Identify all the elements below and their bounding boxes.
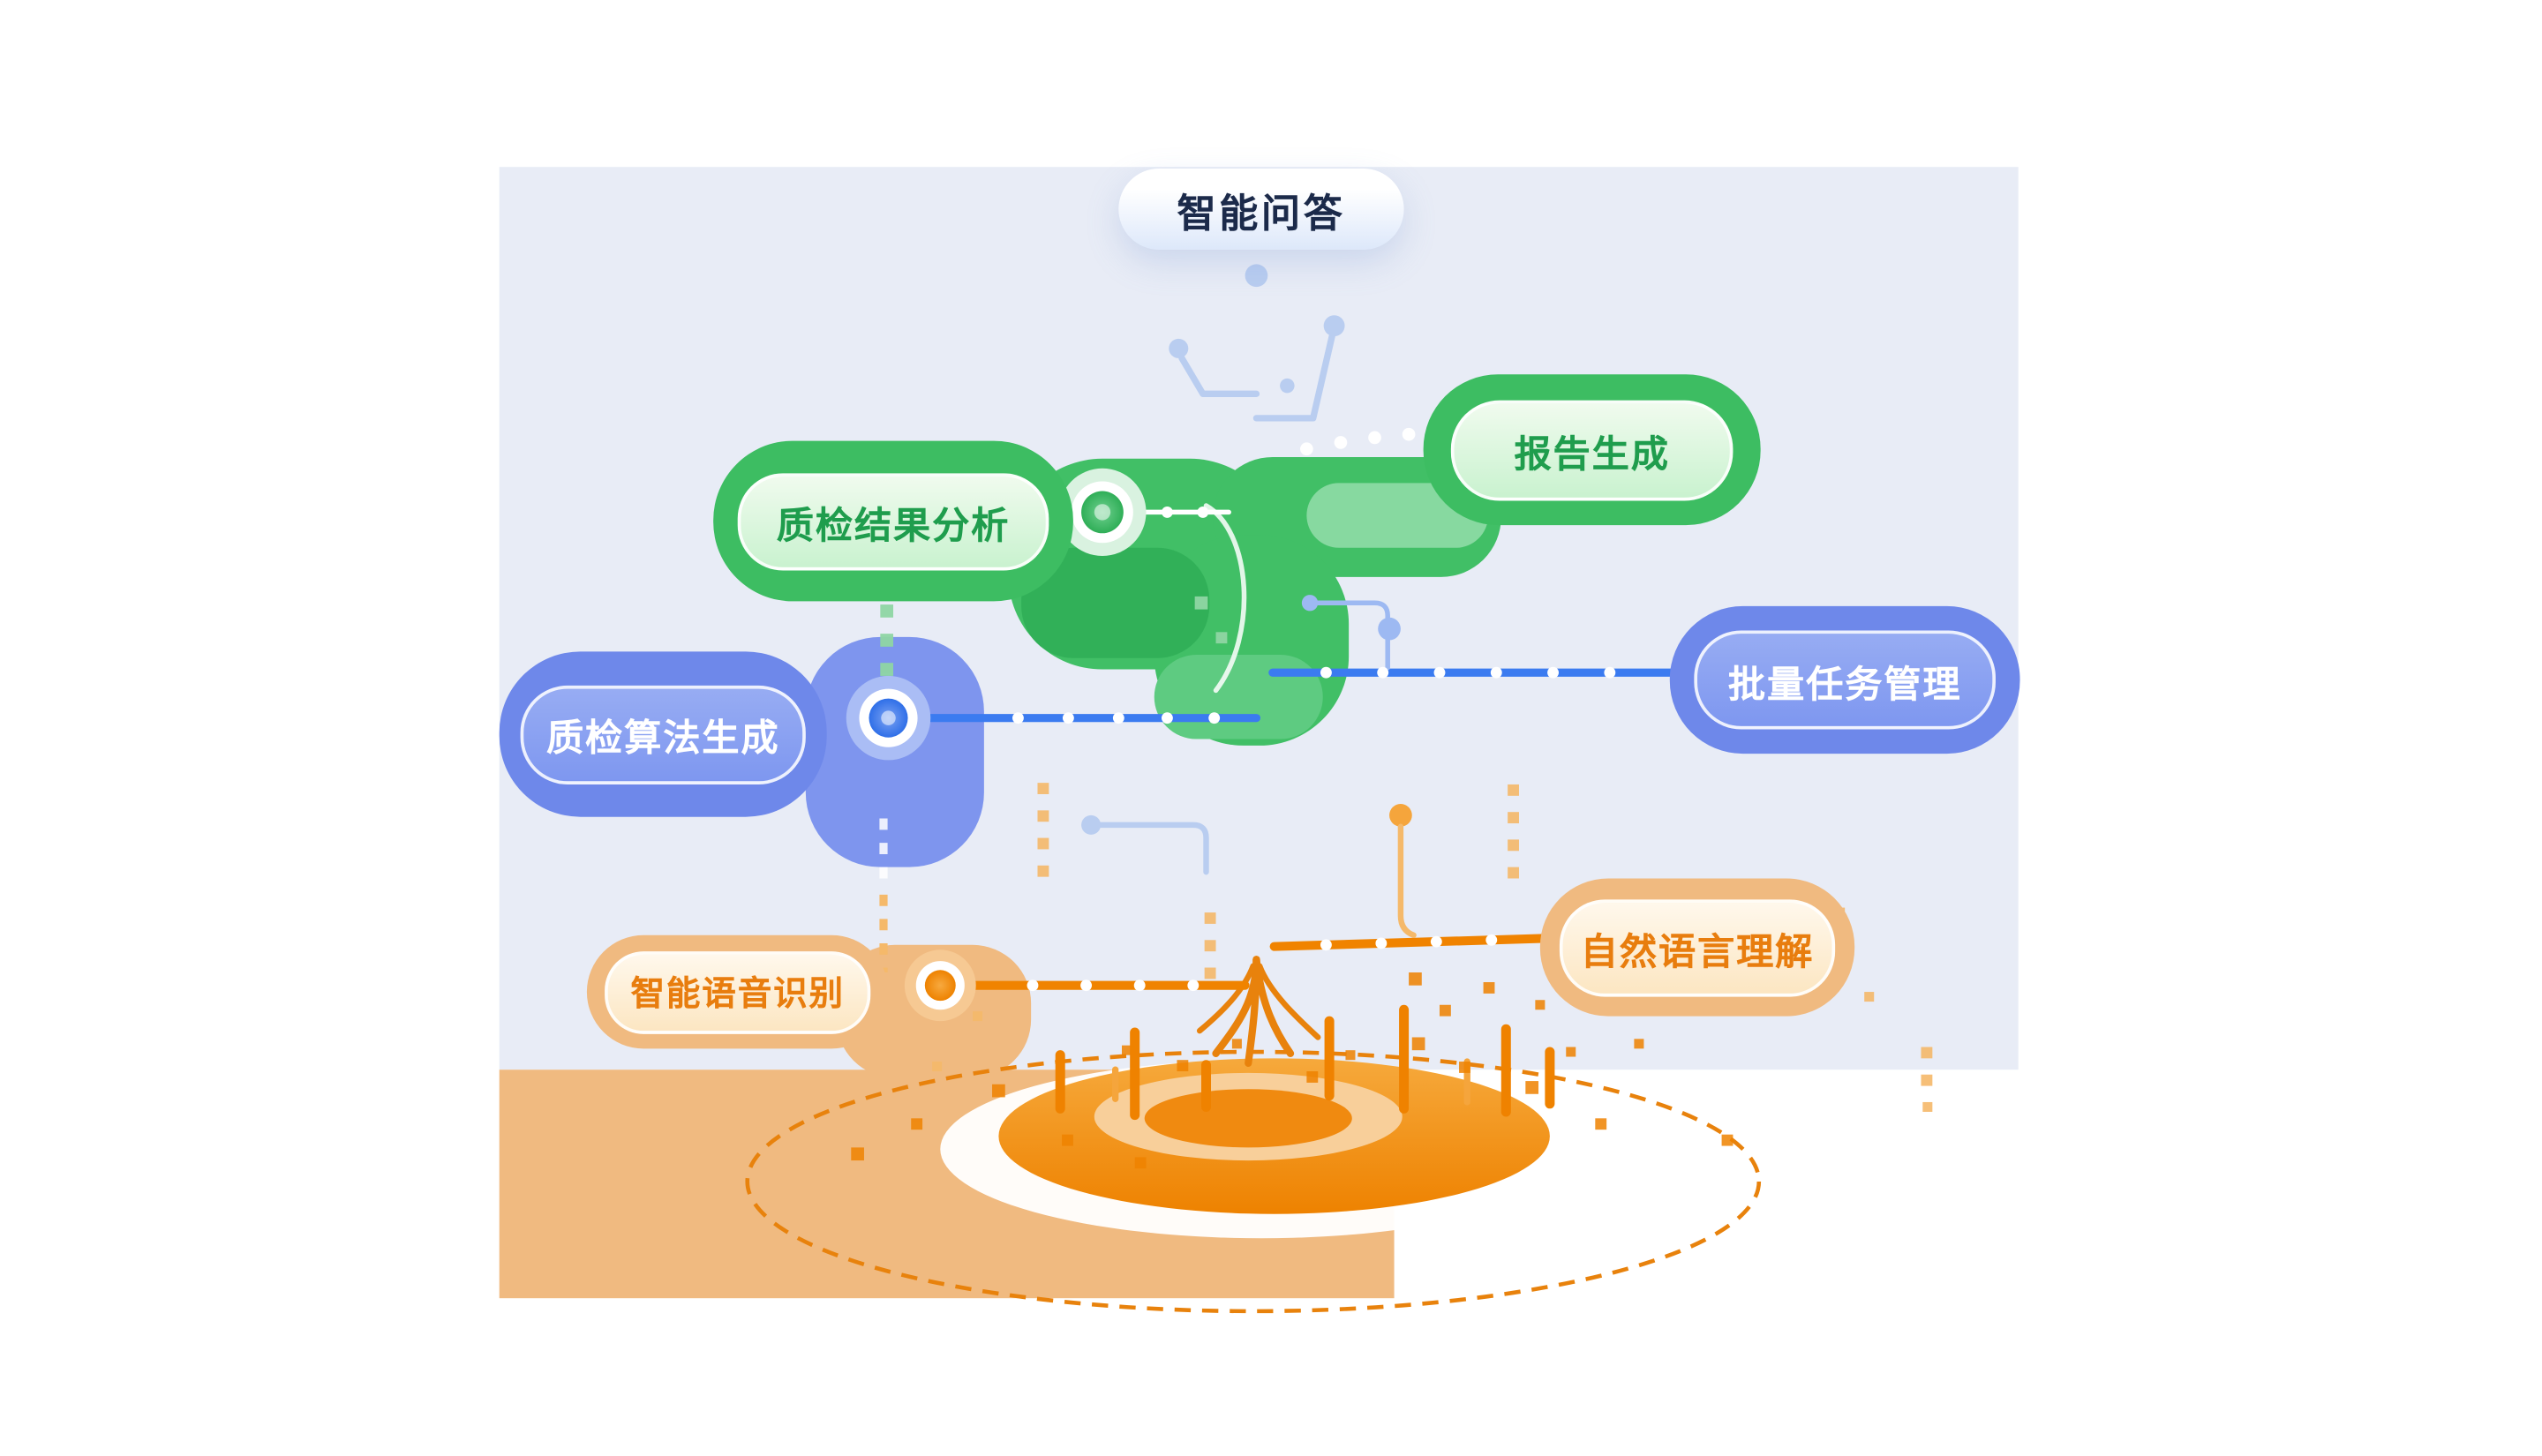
node-nlu: 自然语言理解 — [1539, 878, 1855, 1017]
target-icon-blue — [846, 675, 931, 761]
node-algo: 质检算法生成 — [499, 651, 827, 817]
node-report-pill: 报告生成 — [1450, 399, 1734, 500]
node-analysis-pill: 质检结果分析 — [737, 472, 1049, 570]
target-icon-orange — [904, 949, 976, 1022]
node-analysis: 质检结果分析 — [713, 440, 1073, 602]
node-batch-label: 批量任务管理 — [1727, 662, 1962, 705]
node-asr-label: 智能语音识别 — [630, 975, 845, 1013]
node-batch-pill: 批量任务管理 — [1694, 630, 1996, 730]
base-posts — [1055, 1004, 1555, 1121]
target-icon-green — [1058, 468, 1147, 556]
node-report: 报告生成 — [1423, 374, 1761, 526]
node-nlu-pill: 自然语言理解 — [1559, 898, 1836, 996]
circuit-decorations — [1081, 264, 1401, 875]
node-report-label: 报告生成 — [1514, 432, 1670, 475]
connector-dots — [1012, 427, 1616, 992]
node-batch: 批量任务管理 — [1669, 605, 2020, 754]
confetti-orange-deep — [851, 972, 1734, 1169]
node-algo-label: 质检算法生成 — [545, 716, 780, 759]
confetti-green — [880, 596, 1228, 676]
canopy-swirl — [1139, 503, 1247, 694]
node-qa-label: 智能问答 — [1177, 191, 1346, 236]
connector-nlu — [1269, 934, 1548, 951]
node-asr-pill: 智能语音识别 — [605, 950, 871, 1033]
node-asr: 智能语音识别 — [586, 934, 889, 1049]
node-algo-pill: 质检算法生成 — [520, 685, 806, 784]
node-qa: 智能问答 — [1118, 169, 1404, 250]
orange-circuit-decoration — [1389, 804, 1417, 938]
node-analysis-label: 质检结果分析 — [776, 503, 1011, 546]
node-nlu-label: 自然语言理解 — [1580, 929, 1815, 972]
